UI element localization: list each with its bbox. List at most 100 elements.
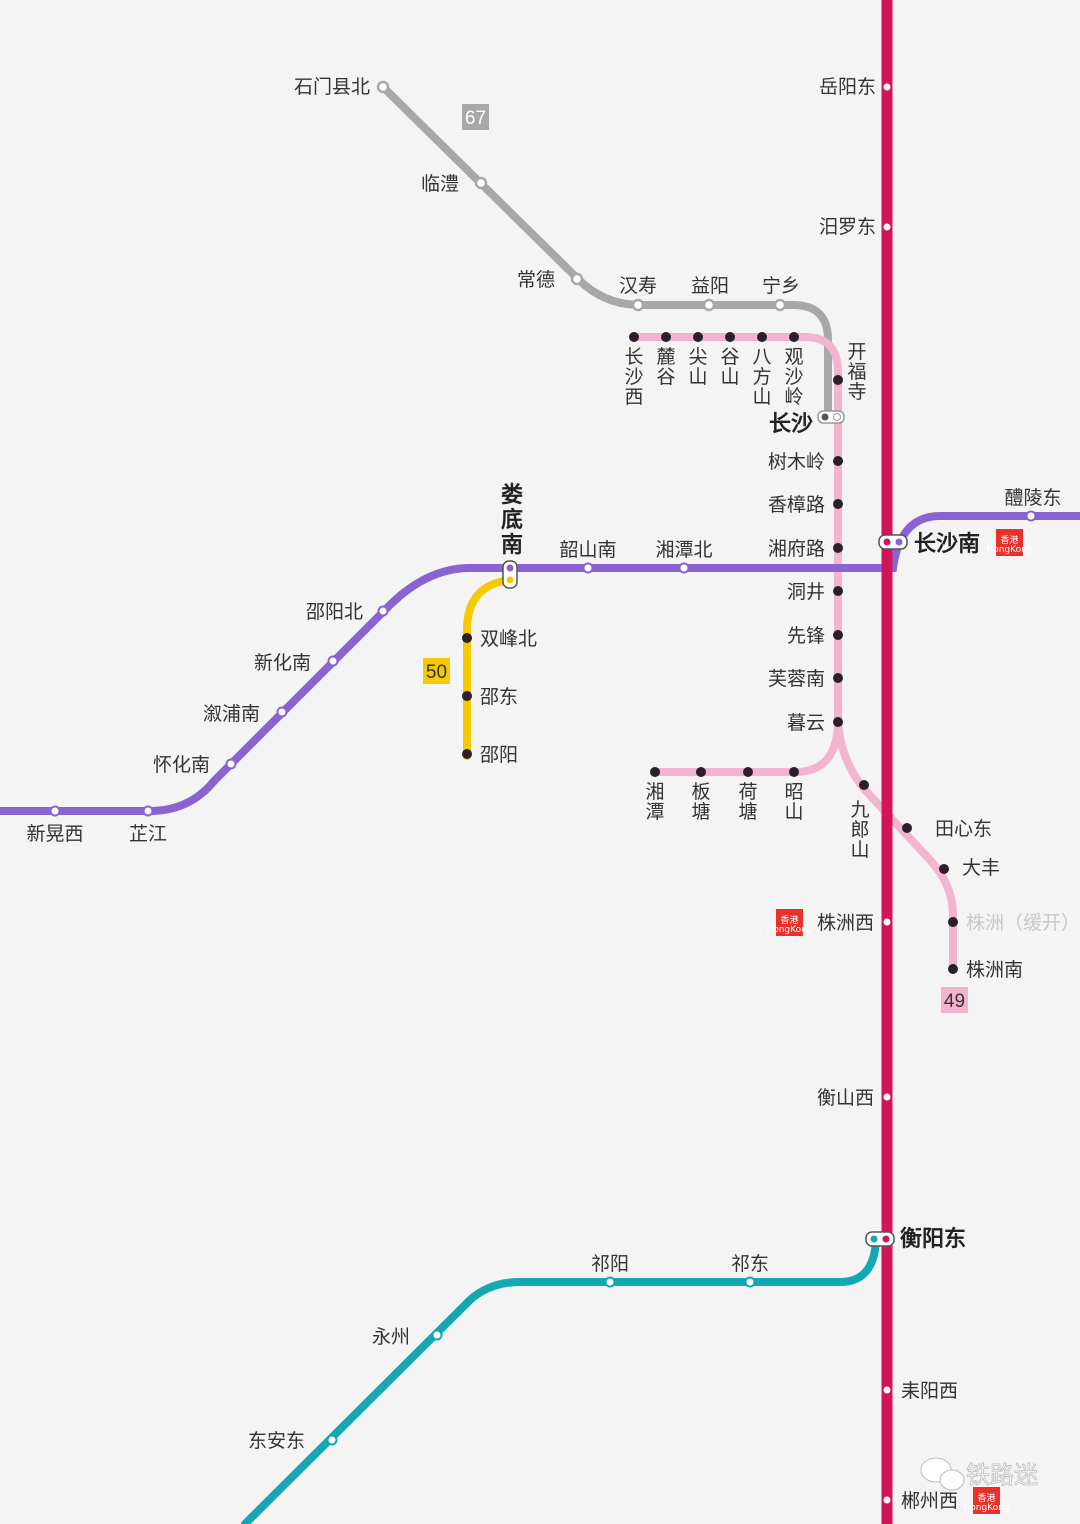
label-linli: 临澧 bbox=[421, 173, 459, 195]
hk-badge-title: 香港 bbox=[780, 914, 798, 926]
label-xupunan: 溆浦南 bbox=[203, 703, 260, 725]
line-badge-50: 50 bbox=[423, 658, 450, 684]
line-badge-67: 67 bbox=[462, 104, 489, 130]
station-dot-shimen[interactable] bbox=[376, 80, 390, 94]
label-zhuzhouxi: 株洲西 bbox=[817, 912, 874, 934]
station-dot-zhuzhou-suspended[interactable] bbox=[948, 917, 958, 927]
station-dot-dafeng[interactable] bbox=[939, 864, 949, 874]
label-shuangfengbei: 双峰北 bbox=[480, 628, 537, 650]
label-zhuzhou-suspended: 株洲（缓开） bbox=[966, 912, 1080, 934]
label-xianfeng: 先锋 bbox=[787, 625, 825, 647]
label-zhijiang: 芷江 bbox=[129, 823, 167, 845]
station-dot-zhuzhouxi[interactable] bbox=[881, 916, 893, 928]
label-changde: 常德 bbox=[517, 269, 555, 291]
station-dot-yiyang[interactable] bbox=[702, 298, 716, 312]
label-leiyangxi: 耒阳西 bbox=[901, 1380, 958, 1402]
station-dot-shaoshannan[interactable] bbox=[582, 562, 594, 574]
label-gushan: 谷山 bbox=[720, 346, 739, 388]
station-dot-shaoyang[interactable] bbox=[462, 749, 472, 759]
label-xiangtan: 湘潭 bbox=[645, 781, 664, 823]
station-dot-xinhuangxi[interactable] bbox=[49, 805, 61, 817]
station-dot-chenzhouxi[interactable] bbox=[881, 1494, 893, 1506]
station-dot-dongandong[interactable] bbox=[326, 1434, 338, 1446]
station-dot-huaihuanan[interactable] bbox=[225, 758, 237, 770]
station-dot-zhijiang[interactable] bbox=[142, 805, 154, 817]
pink-line-main bbox=[630, 333, 842, 724]
label-shaoyang: 邵阳 bbox=[480, 744, 518, 766]
station-dot-xiangtanbei[interactable] bbox=[678, 562, 690, 574]
interchange-hengyangdong[interactable] bbox=[865, 1231, 895, 1247]
station-dot-yueyangdong[interactable] bbox=[881, 81, 893, 93]
hk-badge-chenzhouxi: 香港 HongKong bbox=[963, 1487, 1010, 1514]
label-yueyangdong: 岳阳东 bbox=[819, 76, 876, 98]
label-xiangtanbei: 湘潭北 bbox=[655, 539, 712, 561]
label-shimen: 石门县北 bbox=[294, 76, 370, 98]
station-dot-ningxiang[interactable] bbox=[773, 298, 787, 312]
station-dot-xupunan[interactable] bbox=[276, 706, 288, 718]
station-dot-lilingdong[interactable] bbox=[1025, 510, 1037, 522]
interchange-changsha[interactable] bbox=[817, 410, 845, 424]
station-dot-guanshaling[interactable] bbox=[789, 332, 799, 342]
label-dongjing: 洞井 bbox=[787, 581, 825, 603]
station-dot-xiangzhanglu[interactable] bbox=[833, 499, 843, 509]
station-dot-hanshou[interactable] bbox=[631, 298, 645, 312]
label-xiangfulu: 湘府路 bbox=[768, 538, 825, 560]
station-dot-changsha-xi[interactable] bbox=[629, 332, 639, 342]
station-dot-leiyangxi[interactable] bbox=[881, 1384, 893, 1396]
station-dot-xiangfulu[interactable] bbox=[833, 543, 843, 553]
station-dot-lugu[interactable] bbox=[661, 332, 671, 342]
station-dot-xinhuanan[interactable] bbox=[327, 655, 339, 667]
station-dot-furongnan[interactable] bbox=[833, 673, 843, 683]
station-dot-qidong[interactable] bbox=[744, 1276, 756, 1288]
station-dot-muyun[interactable] bbox=[833, 717, 843, 727]
badge-49-text: 49 bbox=[944, 991, 965, 1012]
purple-line bbox=[0, 512, 1080, 815]
teal-line bbox=[241, 1236, 880, 1524]
station-dot-xianfeng[interactable] bbox=[833, 630, 843, 640]
station-dot-hengshanxi[interactable] bbox=[881, 1091, 893, 1103]
watermark: 铁路迷 bbox=[920, 1457, 1038, 1491]
station-dot-jiulangshan[interactable] bbox=[859, 780, 869, 790]
station-dot-gushan[interactable] bbox=[725, 332, 735, 342]
label-furongnan: 芙蓉南 bbox=[768, 668, 825, 690]
station-dot-xiangtan[interactable] bbox=[650, 767, 660, 777]
label-hengshanxi: 衡山西 bbox=[817, 1087, 874, 1109]
station-dot-bafangshan[interactable] bbox=[757, 332, 767, 342]
station-dot-tianxindong[interactable] bbox=[902, 823, 912, 833]
station-dot-shuangfengbei[interactable] bbox=[462, 633, 472, 643]
station-dot-dongjing[interactable] bbox=[833, 586, 843, 596]
interchange-loudinan[interactable] bbox=[502, 560, 518, 589]
label-changshanan: 长沙南 bbox=[914, 532, 980, 557]
label-yongzhou: 永州 bbox=[372, 1326, 410, 1348]
station-dot-bantang[interactable] bbox=[696, 767, 706, 777]
station-dot-changde[interactable] bbox=[570, 272, 584, 286]
station-dot-shaoyangbei[interactable] bbox=[377, 605, 389, 617]
label-lilingdong: 醴陵东 bbox=[1004, 487, 1061, 509]
label-jiulangshan: 九郎山 bbox=[850, 799, 869, 861]
station-dot-shumuling[interactable] bbox=[833, 456, 843, 466]
watermark-text: 铁路迷 bbox=[966, 1461, 1038, 1489]
label-zhuzhounan: 株洲南 bbox=[966, 959, 1023, 981]
label-shaodong: 邵东 bbox=[480, 686, 518, 708]
station-dot-zhaoshan[interactable] bbox=[789, 767, 799, 777]
station-dot-qiyang[interactable] bbox=[604, 1276, 616, 1288]
station-dot-yongzhou[interactable] bbox=[431, 1329, 443, 1341]
station-dot-shaodong[interactable] bbox=[462, 691, 472, 701]
station-dot-kaifusi[interactable] bbox=[833, 375, 843, 385]
badge-67-text: 67 bbox=[465, 108, 486, 129]
station-dot-linli[interactable] bbox=[474, 176, 488, 190]
label-huaihuanan: 怀化南 bbox=[153, 754, 210, 776]
station-dot-hetang[interactable] bbox=[743, 767, 753, 777]
label-lugu: 麓谷 bbox=[656, 346, 675, 388]
interchange-changshanan[interactable] bbox=[878, 534, 908, 550]
station-dot-miluodong[interactable] bbox=[881, 221, 893, 233]
label-xinhuangxi: 新晃西 bbox=[26, 823, 83, 845]
label-qiyang: 祁阳 bbox=[591, 1253, 629, 1275]
station-dot-jianshan[interactable] bbox=[693, 332, 703, 342]
station-dot-zhuzhounan[interactable] bbox=[948, 964, 958, 974]
line-badge-49: 49 bbox=[941, 987, 968, 1013]
label-zhaoshan: 昭山 bbox=[784, 781, 803, 823]
label-hetang: 荷塘 bbox=[738, 781, 757, 823]
hk-badge-sub: HongKong bbox=[963, 1503, 1009, 1513]
